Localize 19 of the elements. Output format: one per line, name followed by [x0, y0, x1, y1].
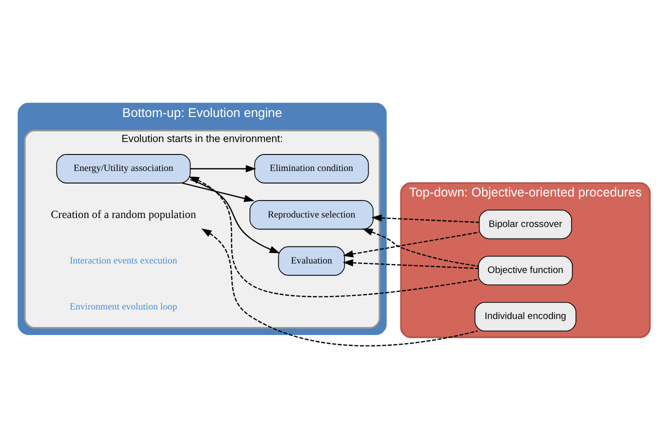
- arrow: [190, 164, 256, 172]
- arrow: [342, 258, 478, 269]
- label: Interaction events execution: [70, 254, 178, 266]
- arrow: [362, 228, 478, 266]
- node-box: Elimination condition: [254, 154, 369, 183]
- arrow: [371, 214, 479, 222]
- arrow: [190, 178, 280, 253]
- node-box: Reproductive selection: [250, 200, 374, 230]
- node-box: Energy/Utility association: [56, 154, 191, 183]
- arrow: [201, 228, 478, 346]
- node-box: Bipolar crossover: [478, 209, 572, 239]
- arrow: [182, 182, 255, 202]
- arrow: [342, 231, 480, 258]
- node-text: Creation of a random population: [50, 208, 196, 220]
- label: Environment evolution loop: [70, 301, 178, 312]
- node-box: Individual encoding: [474, 301, 576, 331]
- node-box: Objective function: [478, 255, 573, 285]
- arrow: [188, 176, 478, 297]
- node-box: Evaluation: [278, 246, 345, 276]
